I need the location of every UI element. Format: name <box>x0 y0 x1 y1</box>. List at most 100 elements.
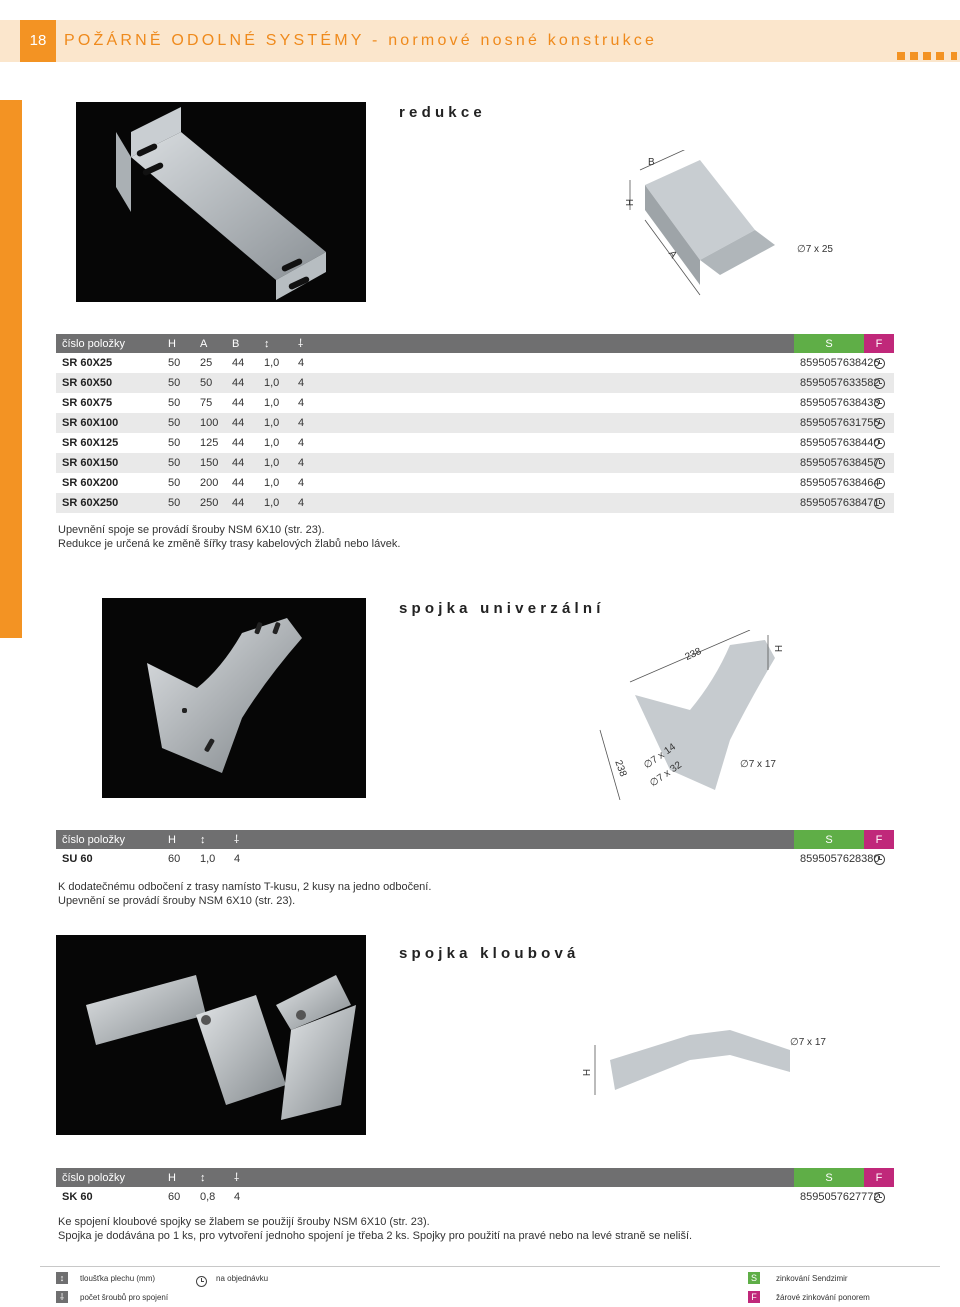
cell-item: SR 60X75 <box>62 397 113 409</box>
cell-a: 250 <box>194 493 226 513</box>
cell-h: 50 <box>168 397 181 409</box>
decor-square <box>936 52 944 60</box>
col-header-h: H <box>162 830 194 849</box>
cell-item: SR 60X25 <box>62 357 113 369</box>
cell-ean: 8595057638464 <box>800 477 880 489</box>
cell-thickness: 1,0 <box>264 397 280 409</box>
cell-h: 50 <box>168 477 181 489</box>
clock-icon <box>873 417 885 429</box>
col-header-f: F <box>864 334 894 353</box>
cell-b: 44 <box>232 437 245 449</box>
table-row: SR 60X200 50 200 44 1,0 4 8595057638464 <box>56 473 894 493</box>
col-header-bolts: ⸸ <box>228 830 262 849</box>
table-row: SR 60X150 50 150 44 1,0 4 8595057638457 <box>56 453 894 473</box>
cell-a: 25 <box>200 357 213 369</box>
clock-icon <box>196 1276 207 1288</box>
product-photo-univerzalni <box>102 598 366 798</box>
clock-icon <box>873 357 885 369</box>
cell-thickness: 1,0 <box>264 357 280 369</box>
thickness-icon: ↕ <box>56 1272 68 1284</box>
legend-f: žárové zinkování ponorem <box>776 1293 870 1302</box>
cell-a: 50 <box>194 373 226 393</box>
cell-bolts: 4 <box>234 1191 241 1203</box>
cell-ean: 8595057631755 <box>794 413 880 433</box>
decor-square <box>897 52 905 60</box>
hole-label: ∅7 x 17 <box>790 1037 826 1048</box>
cell-h: 50 <box>162 453 194 473</box>
cell-b: 44 <box>226 493 258 513</box>
cell-bolts: 4 <box>298 477 305 489</box>
section-title-redukce: redukce <box>399 104 486 121</box>
dimension-drawing-univerzalni: 238 H 238 ∅7 x 14 ∅7 x 32 ∅7 x 17 <box>590 629 810 801</box>
cell-b: 44 <box>232 357 245 369</box>
clock-icon <box>873 1191 885 1203</box>
table-row: SR 60X75 50 75 44 1,0 4 8595057638433 <box>56 393 894 413</box>
dim-label-h: H <box>774 644 786 653</box>
cell-ean: 8595057638433 <box>800 397 880 409</box>
side-accent-bar <box>0 100 22 638</box>
dim-label-b: B <box>648 157 655 168</box>
col-header-s: S <box>794 1168 864 1187</box>
cell-a: 100 <box>194 413 226 433</box>
cell-ean: 8595057638426 <box>800 357 880 369</box>
cell-a: 150 <box>194 453 226 473</box>
cell-b: 44 <box>226 373 258 393</box>
cell-item: SU 60 <box>62 853 93 865</box>
col-header-spacer <box>262 830 794 849</box>
cell-h: 60 <box>168 1191 181 1203</box>
cell-thickness: 1,0 <box>200 853 216 865</box>
cell-a: 125 <box>200 437 219 449</box>
table-header-row: číslo položky H ↕ ⸸ S F <box>56 1168 894 1187</box>
cell-h: 50 <box>162 493 194 513</box>
col-header-item: číslo položky <box>56 334 162 353</box>
cell-bolts: 4 <box>298 357 305 369</box>
hole-label-17: ∅7 x 17 <box>740 759 776 770</box>
col-header-s: S <box>794 334 864 353</box>
table-row: SK 60 60 0,8 4 8595057627772 <box>56 1187 894 1207</box>
section-title-univerzalni: spojka univerzální <box>399 600 605 617</box>
cell-thickness: 1,0 <box>264 437 280 449</box>
table-header-row: číslo položky H ↕ ⸸ S F <box>56 830 894 849</box>
cell-bolts: 4 <box>298 437 305 449</box>
spec-table-kloubova: číslo položky H ↕ ⸸ S F SK 60 60 0,8 4 8… <box>56 1168 894 1207</box>
table-row: SR 60X50 50 50 44 1,0 4 8595057633582 <box>56 373 894 393</box>
clock-icon <box>873 397 885 409</box>
cell-item: SR 60X200 <box>62 477 119 489</box>
col-header-thickness: ↕ <box>194 830 228 849</box>
cell-thickness: 1,0 <box>258 413 292 433</box>
col-header-s: S <box>794 830 864 849</box>
col-header-h: H <box>162 1168 194 1187</box>
decor-square <box>951 52 957 60</box>
col-header-thickness: ↕ <box>258 334 292 353</box>
clock-icon <box>873 853 885 865</box>
col-header-a: A <box>194 334 226 353</box>
footer-divider <box>40 1266 940 1267</box>
legend-thickness: tloušťka plechu (mm) <box>80 1274 156 1283</box>
cell-bolts: 4 <box>292 373 326 393</box>
note-redukce-2: Redukce je určená ke změně šířky trasy k… <box>58 538 401 550</box>
col-header-bolts: ⸸ <box>228 1168 262 1187</box>
dim-label-h: H <box>625 198 637 207</box>
spec-table-univerzalni: číslo položky H ↕ ⸸ S F SU 60 60 1,0 4 8… <box>56 830 894 869</box>
col-header-spacer <box>262 1168 794 1187</box>
cell-h: 50 <box>162 373 194 393</box>
cell-thickness: 0,8 <box>200 1191 216 1203</box>
note-redukce-1: Upevnění spoje se provádí šrouby NSM 6X1… <box>58 524 325 536</box>
legend-bolts: počet šroubů pro spojení <box>80 1293 169 1302</box>
dimension-drawing-redukce: B H A ∅7 x 25 <box>585 144 845 300</box>
col-header-f: F <box>864 830 894 849</box>
spec-table-redukce: číslo položky H A B ↕ ⸸ S F SR 60X25 50 … <box>56 334 894 513</box>
cell-item: SR 60X50 <box>56 373 162 393</box>
note-kloubova-1: Ke spojení kloubové spojky se žlabem se … <box>58 1216 430 1228</box>
note-univerzalni-2: Upevnění se provádí šrouby NSM 6X10 (str… <box>58 895 296 907</box>
header-band <box>0 20 960 62</box>
cell-item: SK 60 <box>62 1191 93 1203</box>
page-title: POŽÁRNĚ ODOLNÉ SYSTÉMY - normové nosné k… <box>64 32 658 49</box>
cell-item: SR 60X250 <box>56 493 162 513</box>
cell-thickness: 1,0 <box>264 477 280 489</box>
col-header-f: F <box>864 1168 894 1187</box>
bolts-icon: ⸸ <box>56 1291 68 1303</box>
cell-ean: 8595057633582 <box>794 373 880 393</box>
note-kloubova-2: Spojka je dodávána po 1 ks, pro vytvořen… <box>58 1230 693 1242</box>
col-header-b: B <box>226 334 258 353</box>
